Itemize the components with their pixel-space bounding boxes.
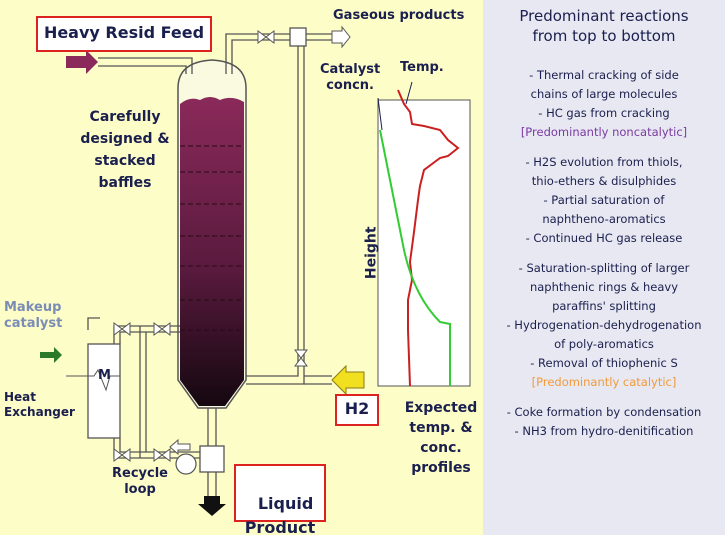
feed-arrow — [66, 50, 98, 74]
baffles — [180, 145, 244, 331]
h2-valve — [294, 349, 308, 367]
reaction-line: paraffins' splitting — [552, 299, 656, 313]
liquid-product-arrow — [198, 496, 226, 516]
reactions-panel — [483, 0, 725, 535]
catalyst-concn-label: Catalyst concn. — [320, 62, 381, 94]
reaction-line: - HC gas from cracking — [538, 106, 670, 120]
makeup-arrow — [40, 347, 62, 363]
recycle-pipe — [113, 325, 200, 459]
reaction-line: naphthenic rings & heavy — [529, 280, 679, 294]
reaction-line: - Saturation-splitting of larger — [518, 261, 690, 275]
heat-exchanger-coil — [66, 368, 120, 392]
gas-valve — [257, 30, 275, 44]
reaction-line: naphtheno-aromatics — [542, 212, 666, 226]
reaction-line: - NH3 from hydro-denitification — [514, 424, 694, 438]
heat-exchanger-label: Heat Exchanger — [4, 390, 75, 419]
reaction-line: - Partial saturation of — [543, 193, 665, 207]
reaction-line: - Coke formation by condensation — [506, 405, 702, 419]
temp-label: Temp. — [400, 60, 444, 75]
reaction-line: - Removal of thiophenic S — [530, 356, 678, 370]
baffles-label: Carefully designed & stacked baffles — [80, 109, 170, 191]
temp-leader — [405, 81, 413, 105]
reaction-line: [Predominantly catalytic] — [531, 375, 677, 389]
catalyst-leader — [377, 97, 383, 131]
recycle-loop-label: Recycle loop — [112, 466, 168, 498]
reactions-title: Predominant reactions from top to bottom — [519, 7, 689, 45]
profile-plot-frame — [377, 99, 471, 387]
heat-exchanger-body — [87, 343, 121, 439]
recycle-valves — [113, 322, 171, 462]
h2-arrow — [331, 364, 365, 396]
gas-outlet-pipe — [225, 27, 332, 74]
heat-exchanger-symbol: M — [98, 368, 111, 383]
recycle-pump — [175, 453, 197, 475]
feed-label: Heavy Resid Feed — [36, 16, 212, 52]
reaction-line: [Predominantly noncatalytic] — [520, 125, 688, 139]
expected-profiles-label: Expected temp. & conc. profiles — [404, 400, 478, 476]
h2-pipe — [246, 46, 332, 385]
reaction-line: - Hydrogenation-dehydrogenation — [506, 318, 702, 332]
makeup-catalyst-label: Makeup catalyst — [4, 300, 63, 332]
liquid-product-label: Liquid Product — [234, 464, 326, 537]
h2-label: H2 — [335, 394, 379, 426]
makeup-pipe — [87, 317, 100, 330]
recycle-flow-arrow — [169, 438, 191, 456]
reaction-line: of poly-aromatics — [554, 337, 654, 351]
bottom-pipe — [199, 408, 225, 496]
reaction-line: - Continued HC gas release — [525, 231, 683, 245]
feed-pipe — [98, 57, 193, 74]
reactor-fill — [180, 97, 244, 406]
gaseous-products-arrow — [331, 25, 351, 49]
gaseous-products-label: Gaseous products — [333, 8, 465, 23]
catalyst-curve — [379, 129, 451, 386]
reaction-line: thio-ethers & disulphides — [531, 174, 677, 188]
reaction-line: - H2S evolution from thiols, — [525, 155, 683, 169]
reaction-line: chains of large molecules — [530, 87, 678, 101]
height-axis-label: Height — [363, 226, 380, 280]
reaction-line: - Thermal cracking of side — [529, 68, 679, 82]
